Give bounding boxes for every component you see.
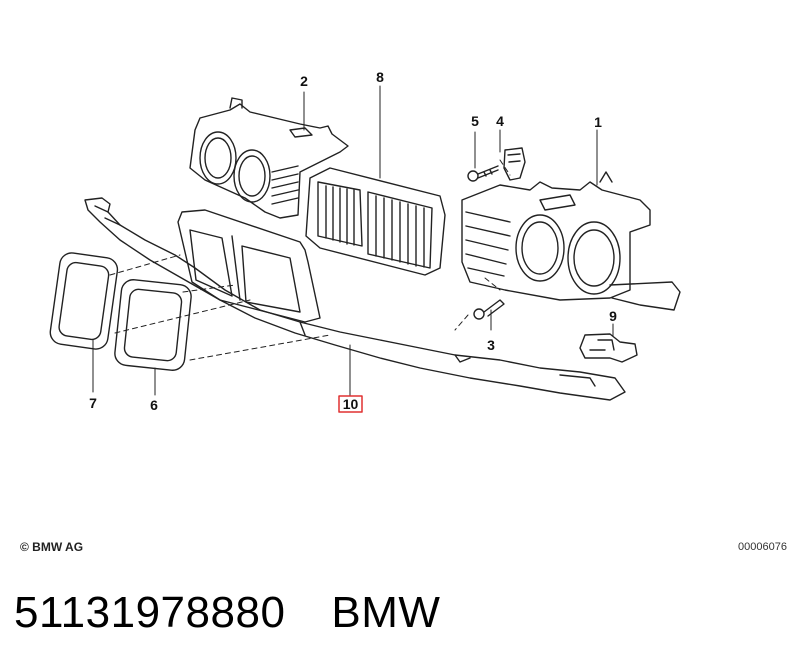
callout-10: 10: [343, 396, 359, 412]
callout-labels: 1 2 3 4 5 6 7 8 9 10: [89, 69, 617, 413]
screw-part-3: [473, 299, 505, 320]
bracket-part-9: [579, 333, 638, 363]
callout-7: 7: [89, 395, 97, 411]
callout-9: 9: [609, 308, 617, 324]
callout-1: 1: [594, 114, 602, 130]
callout-6: 6: [150, 397, 158, 413]
trim-panel-part-10: [84, 197, 626, 401]
grille-housing-part-1: [461, 171, 681, 311]
part-caption: 51131978880 BMW: [14, 588, 440, 638]
brand-name: BMW: [331, 588, 441, 637]
kidney-grille-part-8: [305, 167, 446, 276]
callout-2: 2: [300, 73, 308, 89]
callout-leader-lines: [92, 85, 614, 397]
clip-part-4: [503, 147, 526, 181]
callout-8: 8: [376, 69, 384, 85]
assembly-dashed-lines: [109, 159, 511, 361]
grille-housing-part-2: [189, 97, 349, 219]
callout-3: 3: [487, 337, 495, 353]
ring-part-6: [114, 279, 192, 371]
callout-4: 4: [496, 113, 504, 129]
callout-5: 5: [471, 113, 479, 129]
drawing-number: 00006076: [738, 541, 787, 553]
ring-part-7: [49, 252, 119, 350]
copyright-notice: © BMW AG: [20, 540, 84, 554]
screw-part-5: [467, 165, 499, 182]
callout-10-highlight: [338, 395, 363, 413]
part-number: 51131978880: [14, 588, 286, 637]
